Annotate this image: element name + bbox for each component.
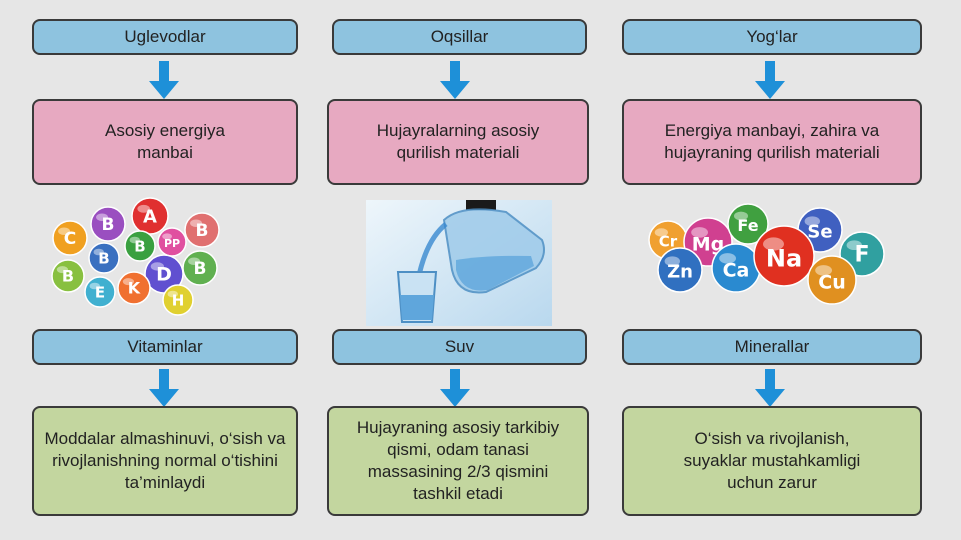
mineral-ball-label: Mg bbox=[692, 233, 725, 255]
vitamin-ball bbox=[162, 284, 194, 316]
vitamin-ball-label: C bbox=[64, 229, 76, 249]
vitamin-ball bbox=[51, 259, 85, 293]
vitamin-ball-label: H bbox=[172, 291, 185, 309]
header-oqsillar: Oqsillar bbox=[332, 19, 587, 55]
vitamin-ball bbox=[184, 212, 220, 248]
mineral-ball-label: Fe bbox=[737, 216, 758, 235]
arrow-down-icon bbox=[149, 61, 179, 99]
role-uglevodlar: Asosiy energiya manbai bbox=[32, 99, 298, 185]
header-vitaminlar: Vitaminlar bbox=[32, 329, 298, 365]
desc-suv-text: Hujayraning asosiy tarkibiy qismi, odam … bbox=[356, 417, 560, 504]
role-uglevodlar-text: Asosiy energiya manbai bbox=[104, 120, 225, 162]
mineral-ball bbox=[657, 247, 703, 293]
header-yoglar: Yog‘lar bbox=[622, 19, 922, 55]
vitamin-ball-label: D bbox=[156, 264, 172, 286]
arrow-down-icon bbox=[440, 369, 470, 407]
vitamin-ball-label: B bbox=[194, 259, 207, 279]
header-suv: Suv bbox=[332, 329, 587, 365]
desc-vitaminlar-text: Moddalar almashinuvi, o‘sish va rivojlan… bbox=[44, 428, 286, 493]
mineral-ball-label: Cu bbox=[818, 271, 845, 293]
mineral-ball-label: Ca bbox=[723, 259, 750, 281]
vitamin-ball-label: E bbox=[95, 283, 105, 301]
role-yoglar-text: Energiya manbayi, zahira va hujayraning … bbox=[664, 120, 880, 162]
mineral-ball-label: Zn bbox=[667, 262, 693, 283]
mineral-ball-label: F bbox=[854, 243, 869, 268]
vitamin-ball-label: B bbox=[62, 267, 74, 286]
vitamin-ball-label: K bbox=[128, 279, 141, 298]
arrow-down-icon bbox=[755, 61, 785, 99]
vitamin-ball-label: B bbox=[196, 221, 209, 241]
mineral-ball-label: Cr bbox=[659, 233, 678, 251]
desc-vitaminlar: Moddalar almashinuvi, o‘sish va rivojlan… bbox=[32, 406, 298, 516]
vitamin-ball-label: A bbox=[143, 206, 157, 227]
mineral-ball-label: Se bbox=[807, 222, 832, 243]
arrow-down-icon bbox=[755, 369, 785, 407]
arrow-down-icon bbox=[440, 61, 470, 99]
vitamin-ball bbox=[124, 230, 156, 262]
mineral-ball bbox=[807, 255, 857, 305]
vitamin-ball bbox=[117, 271, 151, 305]
arrow-down-icon bbox=[149, 369, 179, 407]
vitamin-ball-label: B bbox=[134, 237, 145, 255]
mineral-ball-label: Na bbox=[766, 245, 802, 273]
vitamin-ball bbox=[88, 242, 120, 274]
vitamin-ball bbox=[90, 206, 126, 242]
vitamin-ball-label: B bbox=[102, 215, 115, 235]
mineral-ball bbox=[727, 203, 769, 245]
water-image bbox=[366, 200, 552, 326]
desc-suv: Hujayraning asosiy tarkibiy qismi, odam … bbox=[327, 406, 589, 516]
desc-minerallar-text: O‘sish va rivojlanish, suyaklar mustahka… bbox=[683, 428, 861, 493]
role-yoglar: Energiya manbayi, zahira va hujayraning … bbox=[622, 99, 922, 185]
vitamin-ball bbox=[52, 220, 88, 256]
vitamin-ball-label: B bbox=[98, 249, 109, 267]
vitamin-ball-label: PP bbox=[164, 237, 180, 250]
role-oqsillar-text: Hujayralarning asosiy qurilish materiali bbox=[376, 120, 540, 162]
mineral-ball bbox=[753, 225, 815, 287]
role-oqsillar: Hujayralarning asosiy qurilish materiali bbox=[327, 99, 589, 185]
vitamin-ball bbox=[182, 250, 218, 286]
desc-minerallar: O‘sish va rivojlanish, suyaklar mustahka… bbox=[622, 406, 922, 516]
header-uglevodlar: Uglevodlar bbox=[32, 19, 298, 55]
vitamin-ball bbox=[84, 276, 116, 308]
header-minerallar: Minerallar bbox=[622, 329, 922, 365]
